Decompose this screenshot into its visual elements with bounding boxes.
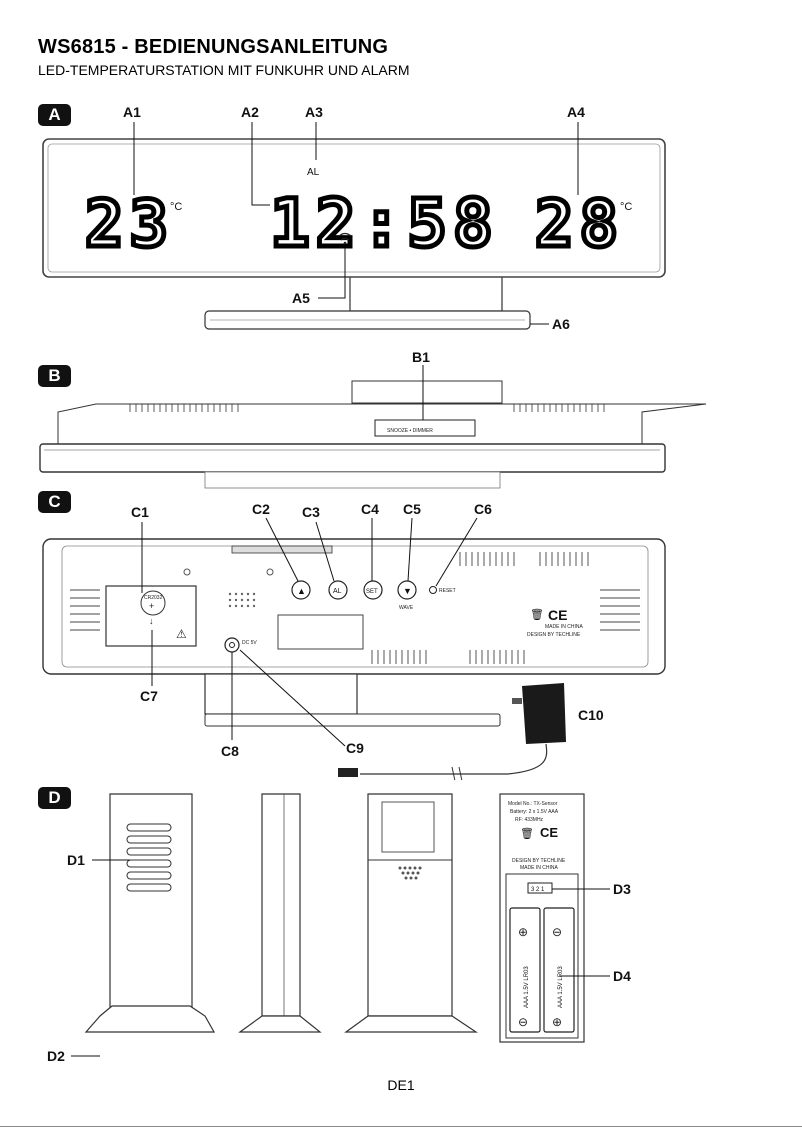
svg-text:⊖: ⊖ bbox=[518, 1015, 528, 1029]
reset-button: RESET bbox=[429, 586, 456, 594]
section-badge-a: A bbox=[38, 104, 71, 126]
aaa-label-left: AAA 1.5V LR03 bbox=[524, 966, 530, 1008]
channel-switch bbox=[527, 882, 553, 894]
button-up: ▲ bbox=[291, 580, 311, 600]
label-a2: A2 bbox=[241, 104, 259, 120]
outdoor-temp-unit: °C bbox=[620, 201, 632, 213]
made-in-sensor: MADE IN CHINA bbox=[520, 865, 558, 871]
battery-spec: Battery: 2 x 1.5V AAA bbox=[510, 809, 559, 815]
label-d2: D2 bbox=[47, 1048, 65, 1064]
button-down-wave: ▼ WAVE bbox=[397, 580, 417, 611]
model-label: Model No.: TX-Sensor bbox=[508, 801, 558, 807]
svg-text:▼: ▼ bbox=[403, 586, 412, 596]
button-set: SET bbox=[363, 580, 383, 600]
coin-battery bbox=[140, 590, 166, 616]
wave-text: WAVE bbox=[399, 605, 414, 611]
diagram-back-view: CR2032 + ↓ ⚠ ▲ AL SET ▼ WAVE RESET DC 5V… bbox=[42, 501, 666, 780]
label-c6: C6 bbox=[474, 501, 492, 517]
indoor-temp-unit: °C bbox=[170, 201, 182, 213]
svg-text:⊕: ⊕ bbox=[552, 1015, 562, 1029]
svg-text:⊖: ⊖ bbox=[552, 925, 562, 939]
button-set-text: SET bbox=[366, 589, 378, 595]
outdoor-temp-digits: 28 bbox=[535, 188, 624, 262]
section-badge-c: C bbox=[38, 491, 71, 513]
ce-mark: CE bbox=[548, 607, 567, 623]
label-a4: A4 bbox=[567, 104, 585, 120]
snooze-dimmer-text: SNOOZE • DIMMER bbox=[387, 428, 433, 434]
label-d1: D1 bbox=[67, 852, 85, 868]
label-c1: C1 bbox=[131, 504, 149, 520]
snooze-dimmer-bar bbox=[374, 419, 476, 437]
svg-text:+: + bbox=[149, 601, 154, 611]
power-adapter bbox=[522, 683, 566, 744]
label-c10: C10 bbox=[578, 707, 604, 723]
label-a1: A1 bbox=[123, 104, 141, 120]
channel-switch-text: 3 2 1 bbox=[531, 887, 545, 893]
arrow-down-icon: ↓ bbox=[149, 616, 154, 626]
label-c3: C3 bbox=[302, 504, 320, 520]
document-title: WS6815 - BEDIENUNGSANLEITUNG bbox=[38, 36, 389, 58]
rf-spec: RF: 433MHz bbox=[515, 817, 544, 823]
label-a6: A6 bbox=[552, 316, 570, 332]
footer-divider bbox=[0, 1126, 802, 1127]
label-b1: B1 bbox=[412, 349, 430, 365]
indoor-temp-digits: 23 bbox=[85, 188, 174, 262]
label-c9: C9 bbox=[346, 740, 364, 756]
label-a3: A3 bbox=[305, 104, 323, 120]
bin-icon-sensor: 🗑 bbox=[520, 827, 534, 840]
design-by-sensor: DESIGN BY TECHLINE bbox=[512, 858, 566, 864]
button-al: AL bbox=[328, 580, 348, 600]
label-c4: C4 bbox=[361, 501, 379, 517]
clock-digits: 12:58 bbox=[270, 185, 499, 262]
bin-icon: 🗑 bbox=[530, 608, 544, 621]
made-in-text: MADE IN CHINA bbox=[545, 624, 583, 630]
reset-text: RESET bbox=[439, 588, 456, 594]
dc-label: DC 5V bbox=[242, 640, 257, 646]
label-d3: D3 bbox=[613, 881, 631, 897]
label-d4: D4 bbox=[613, 968, 631, 984]
radio-signal-icon bbox=[338, 232, 352, 241]
design-by-text: DESIGN BY TECHLINE bbox=[527, 632, 581, 638]
document-subtitle: LED-TEMPERATURSTATION MIT FUNKUHR UND AL… bbox=[38, 62, 410, 78]
diagram-top-view: SNOOZE • DIMMER B1 bbox=[39, 349, 707, 489]
label-c7: C7 bbox=[140, 688, 158, 704]
label-c8: C8 bbox=[221, 743, 239, 759]
alarm-indicator: AL bbox=[307, 167, 320, 178]
svg-text:▲: ▲ bbox=[297, 586, 306, 596]
coin-battery-label: CR2032 bbox=[144, 595, 163, 601]
section-badge-d: D bbox=[38, 787, 71, 809]
label-c5: C5 bbox=[403, 501, 421, 517]
section-badge-b: B bbox=[38, 365, 71, 387]
aaa-label-right: AAA 1.5V LR03 bbox=[558, 966, 564, 1008]
label-a5: A5 bbox=[292, 290, 310, 306]
clock-time: 12:58 AL bbox=[268, 167, 499, 265]
svg-text:⊕: ⊕ bbox=[518, 925, 528, 939]
diagram-sensor-views: Model No.: TX-Sensor Battery: 2 x 1.5V A… bbox=[47, 793, 631, 1064]
diagram-front-view: 23 °C 12:58 AL 28 °C A1 A2 A3 A4 A5 A6 bbox=[42, 104, 666, 332]
page-number: DE1 bbox=[387, 1077, 415, 1093]
warning-icon: ⚠ bbox=[176, 627, 187, 641]
sensor-side bbox=[261, 793, 301, 1017]
indoor-temperature: 23 °C bbox=[83, 186, 183, 265]
outdoor-temperature: 28 °C bbox=[533, 186, 633, 265]
button-al-text: AL bbox=[333, 588, 342, 595]
ce-mark-sensor: CE bbox=[540, 825, 558, 840]
label-c2: C2 bbox=[252, 501, 270, 517]
